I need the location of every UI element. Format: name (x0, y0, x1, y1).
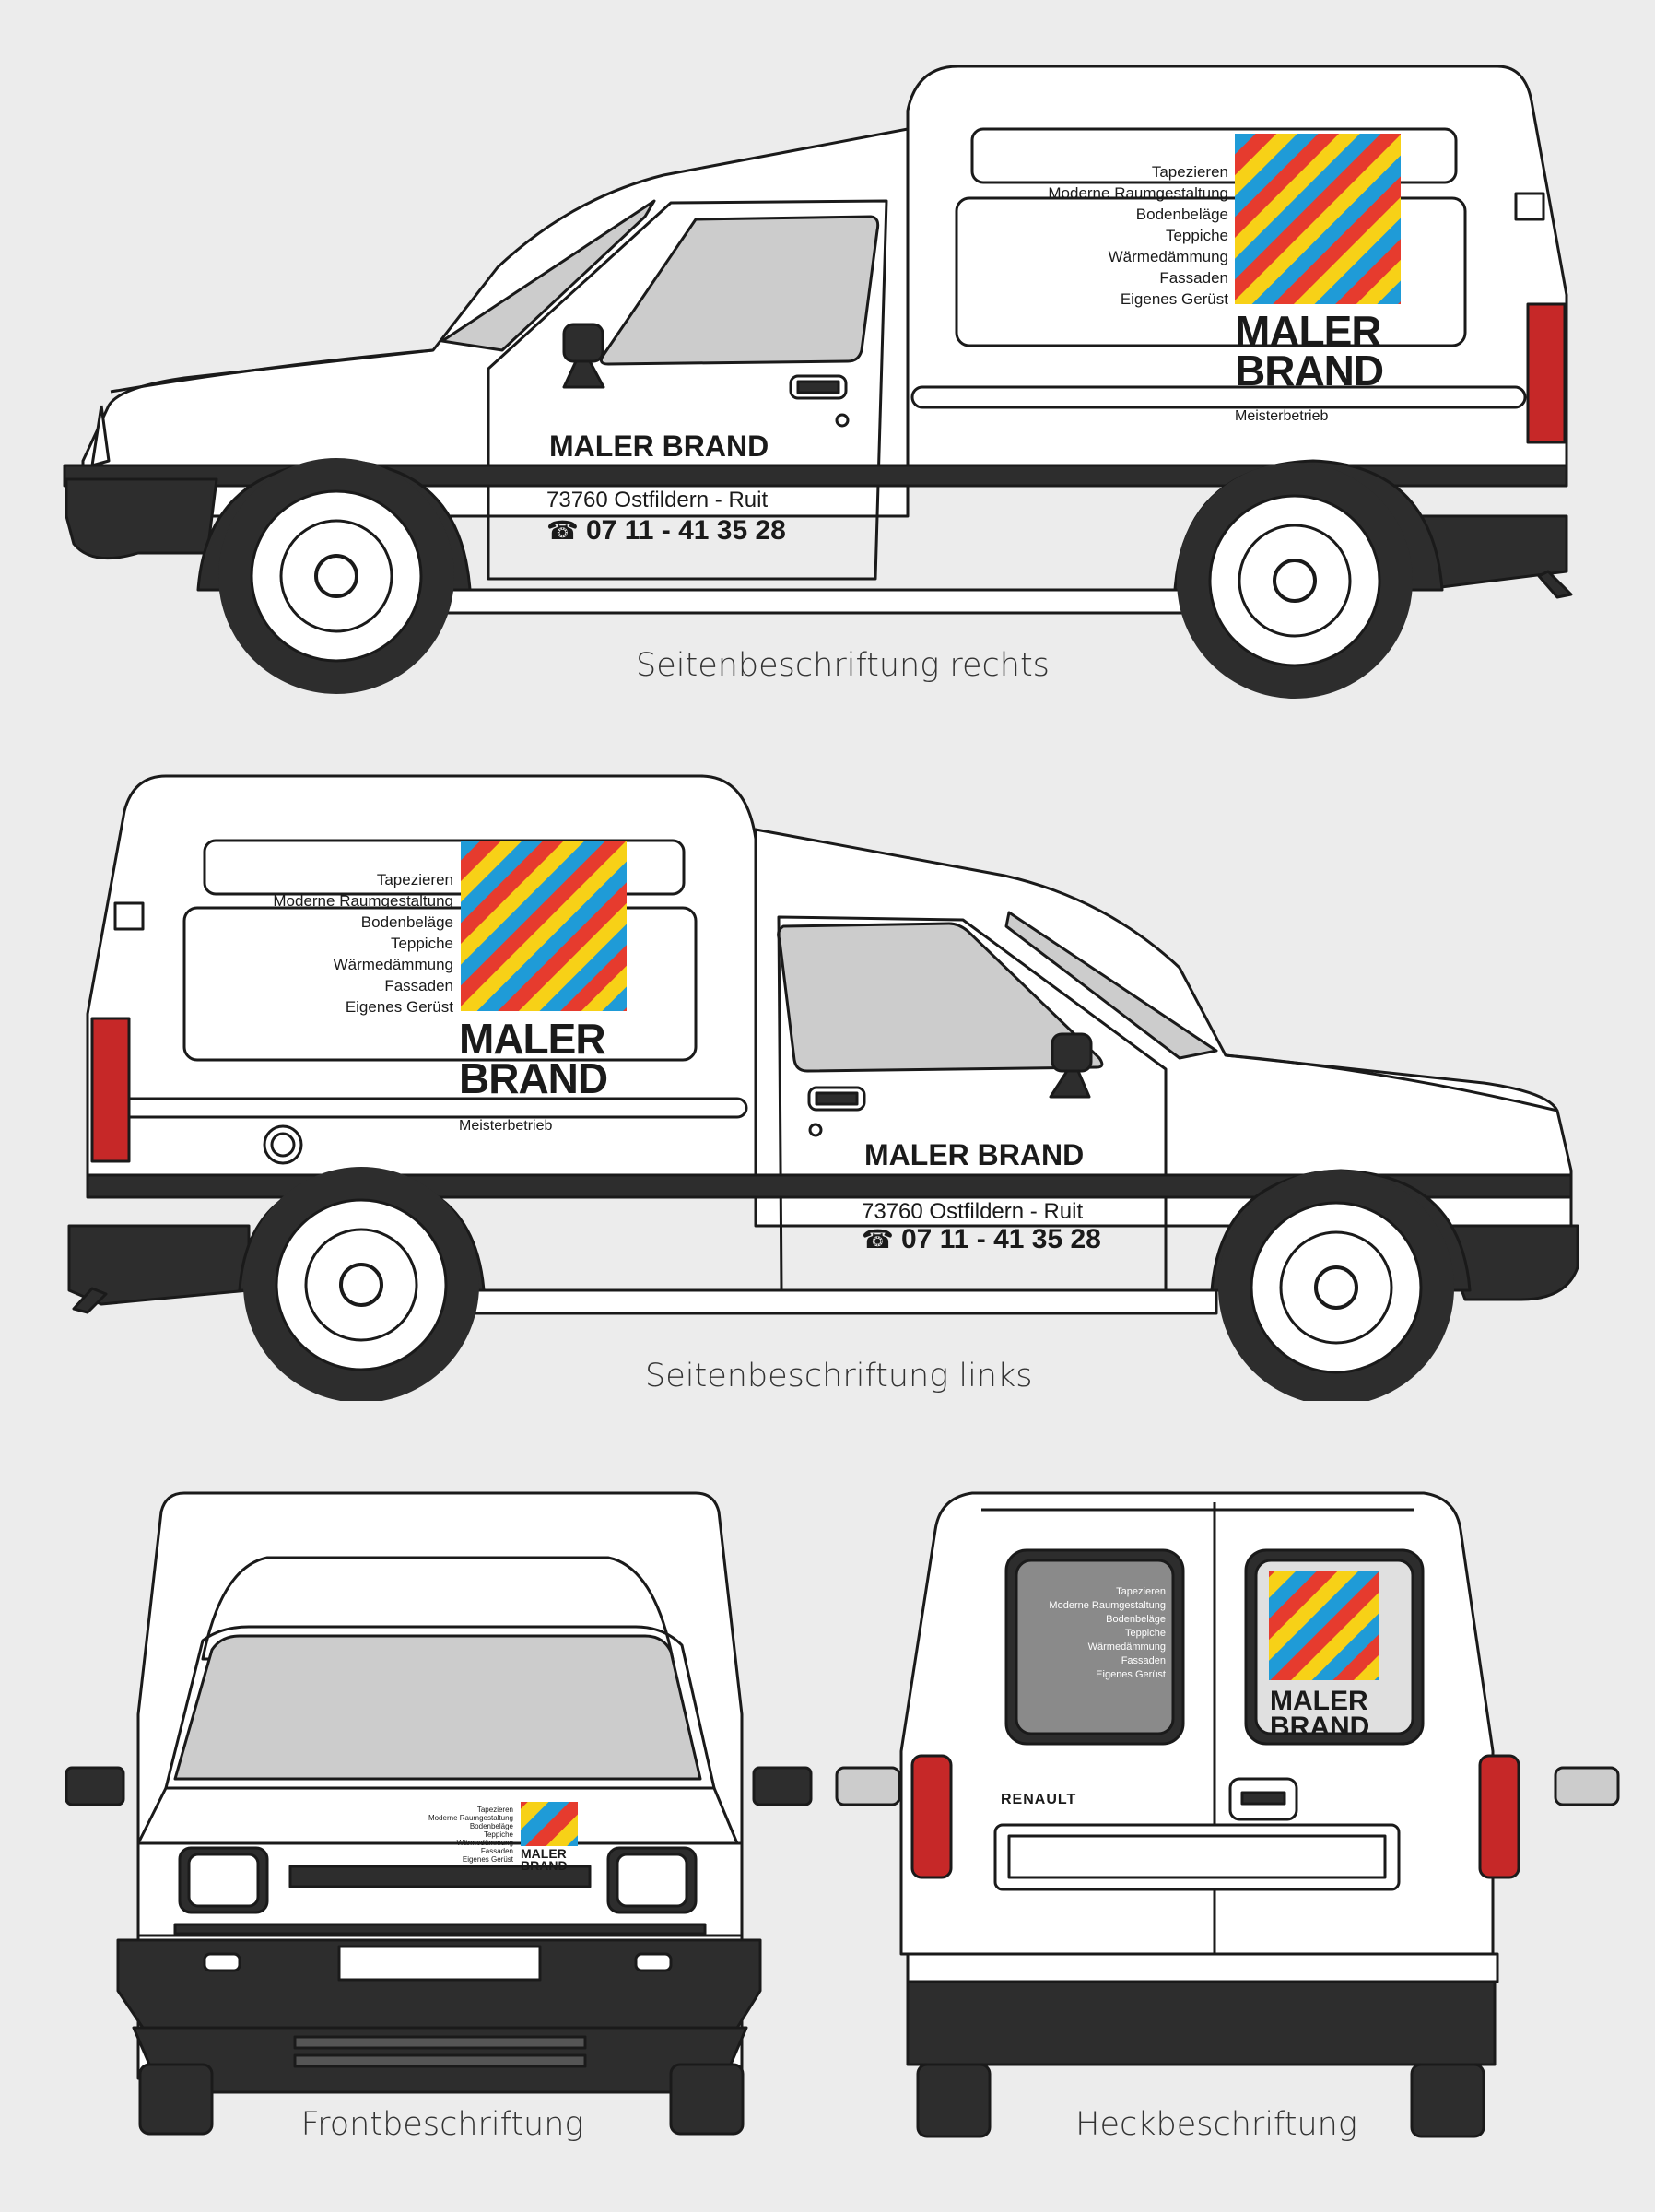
service-item: Tapezieren (1116, 1586, 1166, 1597)
service-item: Wärmedämmung (1088, 1641, 1166, 1653)
service-list: Tapezieren Moderne Raumgestaltung Bodenb… (1048, 163, 1228, 308)
service-item: Teppiche (1125, 1628, 1166, 1639)
mirror-left (835, 1766, 901, 1806)
front-bumper (65, 477, 218, 560)
tire-right (669, 2063, 745, 2136)
front-bumper (1436, 1224, 1579, 1301)
rear-bumper (906, 1980, 1497, 2066)
van-left-side-view: Tapezieren Moderne Raumgestaltung Bodenb… (67, 774, 1579, 1401)
rear-badge: RENAULT (1001, 1792, 1076, 1807)
logo-mark (1269, 1571, 1379, 1680)
logo-mark (461, 841, 627, 1011)
service-item: Tapezieren (377, 871, 453, 888)
front-wheel (1218, 1170, 1454, 1401)
caption-rear: Heckbeschriftung (1075, 2106, 1357, 2143)
service-list: Tapezieren Moderne Raumgestaltung Bodenb… (1049, 1586, 1166, 1680)
van-front-view: Tapezieren Moderne Raumgestaltung Bodenb… (65, 1491, 813, 2136)
side-mirror (1051, 1032, 1093, 1073)
service-item: Bodenbeläge (361, 913, 453, 931)
service-item: Eigenes Gerüst (1096, 1669, 1166, 1680)
logo-line1: MALER (459, 1015, 605, 1063)
logo-mark (521, 1802, 578, 1846)
door-phone: 07 11 - 41 35 28 (586, 515, 786, 546)
service-item: Moderne Raumgestaltung (1048, 184, 1228, 202)
rear-bumper (67, 1224, 251, 1306)
tail-light-left (910, 1754, 953, 1879)
phone-icon: ☎ (546, 516, 579, 545)
logo-subline: Meisterbetrieb (1235, 408, 1328, 424)
service-item: Teppiche (1166, 227, 1228, 244)
service-item: Eigenes Gerüst (1121, 290, 1228, 308)
service-list: Tapezieren Moderne Raumgestaltung Bodenb… (273, 871, 453, 1016)
rear-wheel (1177, 463, 1413, 699)
service-item: Teppiche (484, 1830, 514, 1839)
service-item: Tapezieren (477, 1806, 513, 1814)
van-rear-view: RENAULT Tapezieren Moderne Raumgestaltun… (835, 1491, 1620, 2138)
logo-block (1235, 134, 1401, 304)
logo-line2: BRAND (521, 1858, 568, 1873)
service-item: Fassaden (481, 1847, 513, 1855)
side-mirror (562, 323, 604, 363)
logo-line1: MALER (521, 1846, 567, 1861)
logo-line2: BRAND (1270, 1712, 1369, 1742)
service-item: Fassaden (384, 977, 453, 994)
service-item: Eigenes Gerüst (346, 998, 453, 1016)
door-address: 73760 Ostfildern - Ruit (546, 488, 768, 512)
door-company: MALER BRAND (864, 1138, 1084, 1171)
side-stripe (63, 464, 1568, 488)
tire-left (916, 2063, 992, 2138)
service-item: Eigenes Gerüst (463, 1855, 514, 1864)
fuel-cap (263, 1124, 303, 1165)
service-item: Bodenbeläge (470, 1822, 514, 1830)
service-item: Tapezieren (1152, 163, 1228, 181)
logo-mark (1235, 134, 1401, 304)
rear-wheel (243, 1167, 479, 1401)
tail-light-right (1478, 1754, 1520, 1879)
service-item: Moderne Raumgestaltung (1049, 1600, 1166, 1611)
service-item: Bodenbeläge (1136, 206, 1228, 223)
logo-subline: Meisterbetrieb (459, 1118, 552, 1134)
grille (288, 1865, 592, 1888)
door-phone: 07 11 - 41 35 28 (901, 1224, 1101, 1254)
windshield (1004, 911, 1218, 1060)
caption-left-side: Seitenbeschriftung links (645, 1358, 1033, 1394)
mirror-right (752, 1766, 813, 1806)
logo-line2: BRAND (1235, 347, 1383, 394)
door-address: 73760 Ostfildern - Ruit (862, 1199, 1083, 1224)
door-company: MALER BRAND (549, 429, 769, 463)
license-plate (337, 1945, 542, 1982)
service-item: Wärmedämmung (457, 1839, 513, 1847)
service-item: Wärmedämmung (334, 956, 453, 973)
service-item: Wärmedämmung (1109, 248, 1228, 265)
tire-left (138, 2063, 214, 2136)
mirror-right (1554, 1766, 1620, 1806)
door-outline (487, 199, 888, 581)
front-wheel (218, 458, 454, 694)
service-item: Moderne Raumgestaltung (428, 1814, 513, 1822)
caption-right-side: Seitenbeschriftung rechts (636, 647, 1050, 684)
logo-line1: MALER (1270, 1686, 1368, 1716)
logo-line2: BRAND (459, 1054, 607, 1102)
windshield (440, 199, 656, 352)
service-item: Moderne Raumgestaltung (273, 892, 453, 910)
service-item: Bodenbeläge (1106, 1614, 1166, 1625)
tire-right (1410, 2063, 1485, 2138)
tail-light (90, 1017, 131, 1163)
service-item: Fassaden (1159, 269, 1228, 287)
windshield (173, 1634, 702, 1781)
phone-icon: ☎ (862, 1225, 894, 1253)
service-list: Tapezieren Moderne Raumgestaltung Bodenb… (428, 1806, 514, 1864)
tail-light (1526, 302, 1567, 444)
logo-line1: MALER (1235, 307, 1381, 355)
cargo-box (86, 774, 757, 1177)
side-window (599, 215, 880, 366)
service-item: Teppiche (391, 935, 453, 952)
mirror-left (65, 1766, 125, 1806)
caption-front: Frontbeschriftung (300, 2106, 584, 2143)
van-right-side-view: Tapezieren Moderne Raumgestaltung Bodenb… (63, 65, 1573, 699)
license-plate-recess (993, 1823, 1401, 1891)
service-item: Fassaden (1121, 1655, 1166, 1666)
